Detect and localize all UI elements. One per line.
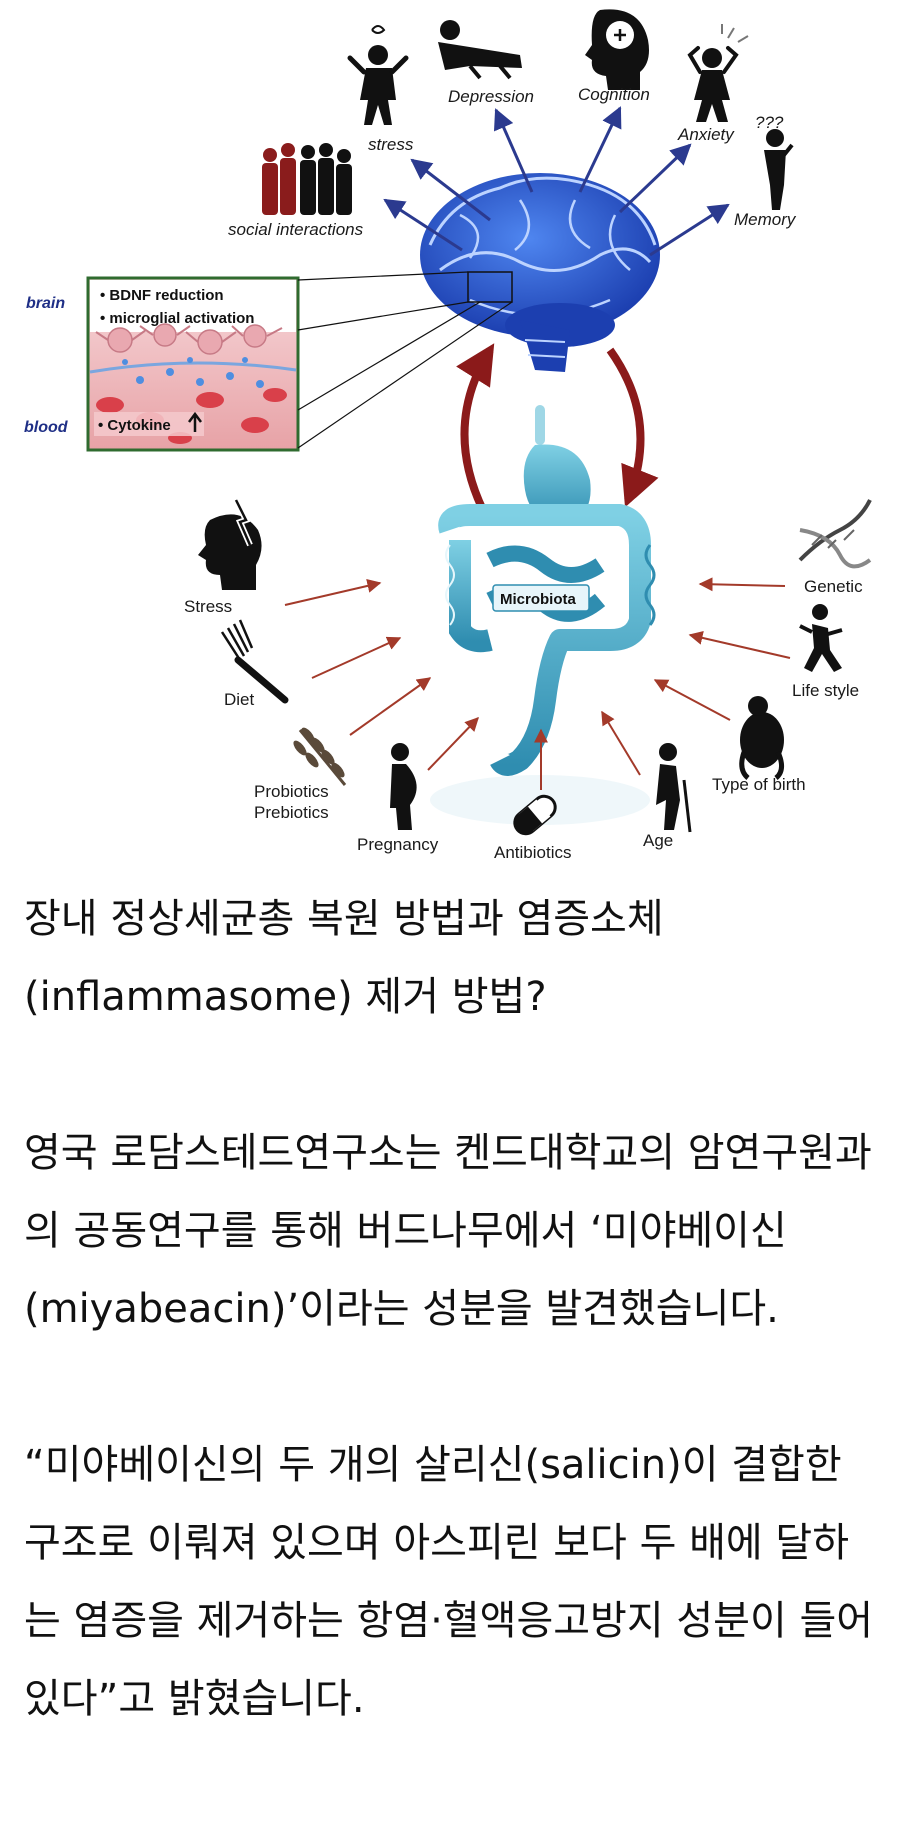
stress-person-icon <box>347 25 409 125</box>
stress-head-icon <box>198 498 262 590</box>
baby-birth-icon <box>739 696 784 780</box>
stress-top-label: stress <box>368 135 414 154</box>
article-body: 장내 정상세균총 복원 방법과 염증소체(inflammasome) 제거 방법… <box>24 880 884 1738</box>
factor-prebiotics-label: Prebiotics <box>254 803 329 822</box>
inset-microglial-text: • microglial activation <box>100 310 254 327</box>
gut-brain-axis-figure: stress Depression Cognition Anxiety ??? … <box>0 0 899 880</box>
dna-helix-icon <box>798 499 872 569</box>
factor-stress-label: Stress <box>184 597 232 616</box>
microbiota-label: Microbiota <box>500 591 576 608</box>
factor-antibiotics-label: Antibiotics <box>494 843 571 862</box>
elderly-person-icon <box>656 743 692 833</box>
memory-question-marks: ??? <box>755 113 784 132</box>
factor-probiotics-label: Probiotics <box>254 782 329 801</box>
inset-cytokine-text: • Cytokine <box>98 417 171 434</box>
brain-output-arrows <box>383 106 730 257</box>
fork-icon <box>220 619 289 704</box>
cognition-label: Cognition <box>578 85 650 104</box>
factor-birth-label: Type of birth <box>712 775 806 794</box>
factor-lifestyle-label: Life style <box>792 681 859 700</box>
factor-pregnancy-label: Pregnancy <box>357 835 439 854</box>
gut-brain-loop-arrows <box>456 343 659 522</box>
anxiety-label: Anxiety <box>677 125 735 144</box>
social-interactions-icon <box>262 143 352 215</box>
article-paragraph-2: “미야베이신의 두 개의 살리신(salicin)이 결합한 구조로 이뤄져 있… <box>24 1442 874 1722</box>
factor-diet-label: Diet <box>224 690 255 709</box>
cognition-head-icon <box>585 9 649 90</box>
anxiety-person-icon <box>687 24 749 122</box>
depression-person-icon <box>438 20 522 80</box>
factor-genetic-label: Genetic <box>804 577 863 596</box>
depression-label: Depression <box>448 87 534 106</box>
brain-blood-inset: • BDNF reduction • microglial activation… <box>86 276 300 452</box>
running-person-icon <box>799 604 843 672</box>
inset-connector-lines <box>297 271 513 449</box>
pill-capsule-icon <box>513 794 557 836</box>
wheat-icon <box>293 727 347 786</box>
blood-side-label: blood <box>24 419 69 436</box>
pregnant-woman-icon <box>390 743 417 830</box>
article-heading: 장내 정상세균총 복원 방법과 염증소체(inflammasome) 제거 방법… <box>24 896 664 1020</box>
memory-person-icon <box>764 129 794 210</box>
brain-side-label: brain <box>26 295 65 312</box>
cytokine-up-arrow-icon <box>188 411 202 432</box>
inset-bdnf-text: • BDNF reduction <box>100 287 224 304</box>
factor-arrows <box>284 577 791 790</box>
memory-label: Memory <box>734 210 797 229</box>
factor-age-label: Age <box>643 831 673 850</box>
social-interactions-label: social interactions <box>228 220 364 239</box>
article-paragraph-1: 영국 로담스테드연구소는 켄드대학교의 암연구원과의 공동연구를 통해 버드나무… <box>24 1130 872 1332</box>
